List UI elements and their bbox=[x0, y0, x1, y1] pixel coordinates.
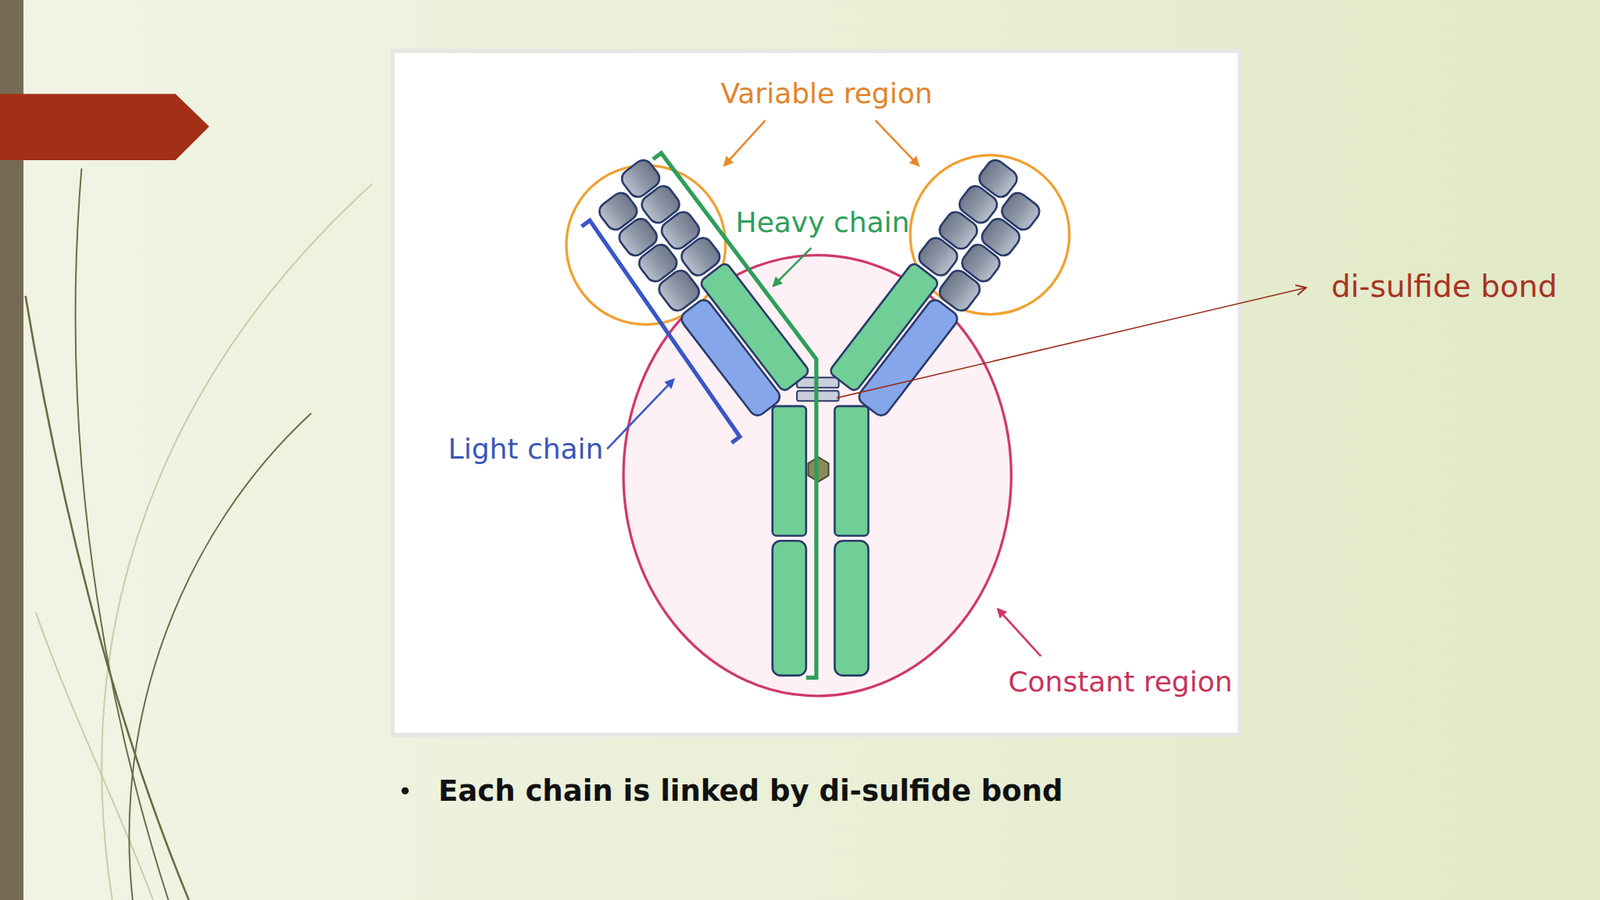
chain-label: Heavy chain bbox=[735, 207, 911, 239]
region-label: Constant region bbox=[1007, 666, 1233, 698]
fc-stem bbox=[772, 406, 869, 676]
pointer-arrow bbox=[997, 609, 1041, 657]
pointer-arrow bbox=[773, 247, 811, 286]
bullet-dot bbox=[401, 787, 409, 795]
callout-label: di-sulfide bond bbox=[1331, 270, 1558, 304]
light-chain-bracket bbox=[581, 220, 740, 443]
leader-line bbox=[836, 287, 1307, 398]
pointer-arrow bbox=[875, 120, 919, 165]
fab-arm bbox=[825, 156, 1050, 418]
image-panel bbox=[392, 50, 1240, 735]
bullet-caption: Each chain is linked by di-sulfide bond bbox=[438, 775, 1064, 808]
title-banner bbox=[0, 93, 210, 161]
pointer-arrow bbox=[607, 379, 674, 450]
region-label: Variable region bbox=[720, 78, 933, 110]
chain-label: Light chain bbox=[448, 433, 604, 465]
deco-curves bbox=[25, 168, 373, 900]
glycan-hexagon bbox=[807, 457, 829, 482]
pointer-arrow bbox=[724, 120, 765, 165]
